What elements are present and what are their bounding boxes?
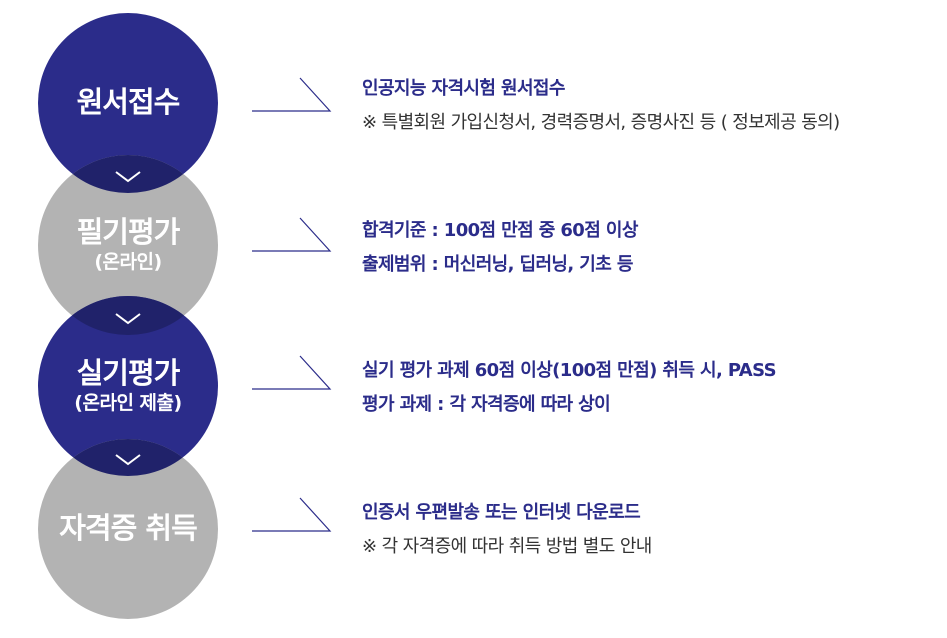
step-description-written-exam: 합격기준 : 100점 만점 중 60점 이상 출제범위 : 머신러닝, 딥러닝…	[362, 214, 638, 282]
arrow-pointer-icon	[252, 77, 332, 112]
arrow-pointer-icon	[252, 217, 332, 252]
description-note: ※ 각 자격증에 따라 취득 방법 별도 안내	[362, 536, 652, 557]
description-detail: 출제범위 : 머신러닝, 딥러닝, 기초 등	[362, 254, 633, 275]
step-title: 원서접수	[76, 85, 181, 120]
description-headline: 인증서 우편발송 또는 인터넷 다운로드	[362, 502, 641, 523]
description-headline: 실기 평가 과제 60점 이상(100점 만점) 취득 시, PASS	[362, 360, 777, 381]
chevron-down-icon	[115, 171, 141, 183]
step-title: 실기평가	[76, 355, 181, 390]
step-title: 필기평가	[76, 214, 181, 249]
description-headline: 인공지능 자격시험 원서접수	[362, 78, 565, 99]
description-headline: 합격기준 : 100점 만점 중 60점 이상	[362, 220, 638, 241]
step-description-practical-exam: 실기 평가 과제 60점 이상(100점 만점) 취득 시, PASS 평가 과…	[362, 354, 777, 422]
description-detail: 평가 과제 : 각 자격증에 따라 상이	[362, 394, 611, 415]
arrow-pointer-icon	[252, 355, 332, 390]
step-description-application: 인공지능 자격시험 원서접수 ※ 특별회원 가입신청서, 경력증명서, 증명사진…	[362, 72, 840, 140]
chevron-down-icon	[115, 454, 141, 466]
step-description-certification: 인증서 우편발송 또는 인터넷 다운로드 ※ 각 자격증에 따라 취득 방법 별…	[362, 496, 652, 564]
chevron-down-icon	[115, 313, 141, 325]
arrow-pointer-icon	[252, 497, 332, 532]
step-title: 자격증 취득	[59, 511, 197, 546]
step-subtitle: (온라인)	[94, 251, 162, 274]
step-subtitle: (온라인 제출)	[74, 392, 182, 415]
description-note: ※ 특별회원 가입신청서, 경력증명서, 증명사진 등 ( 정보제공 동의)	[362, 112, 840, 133]
